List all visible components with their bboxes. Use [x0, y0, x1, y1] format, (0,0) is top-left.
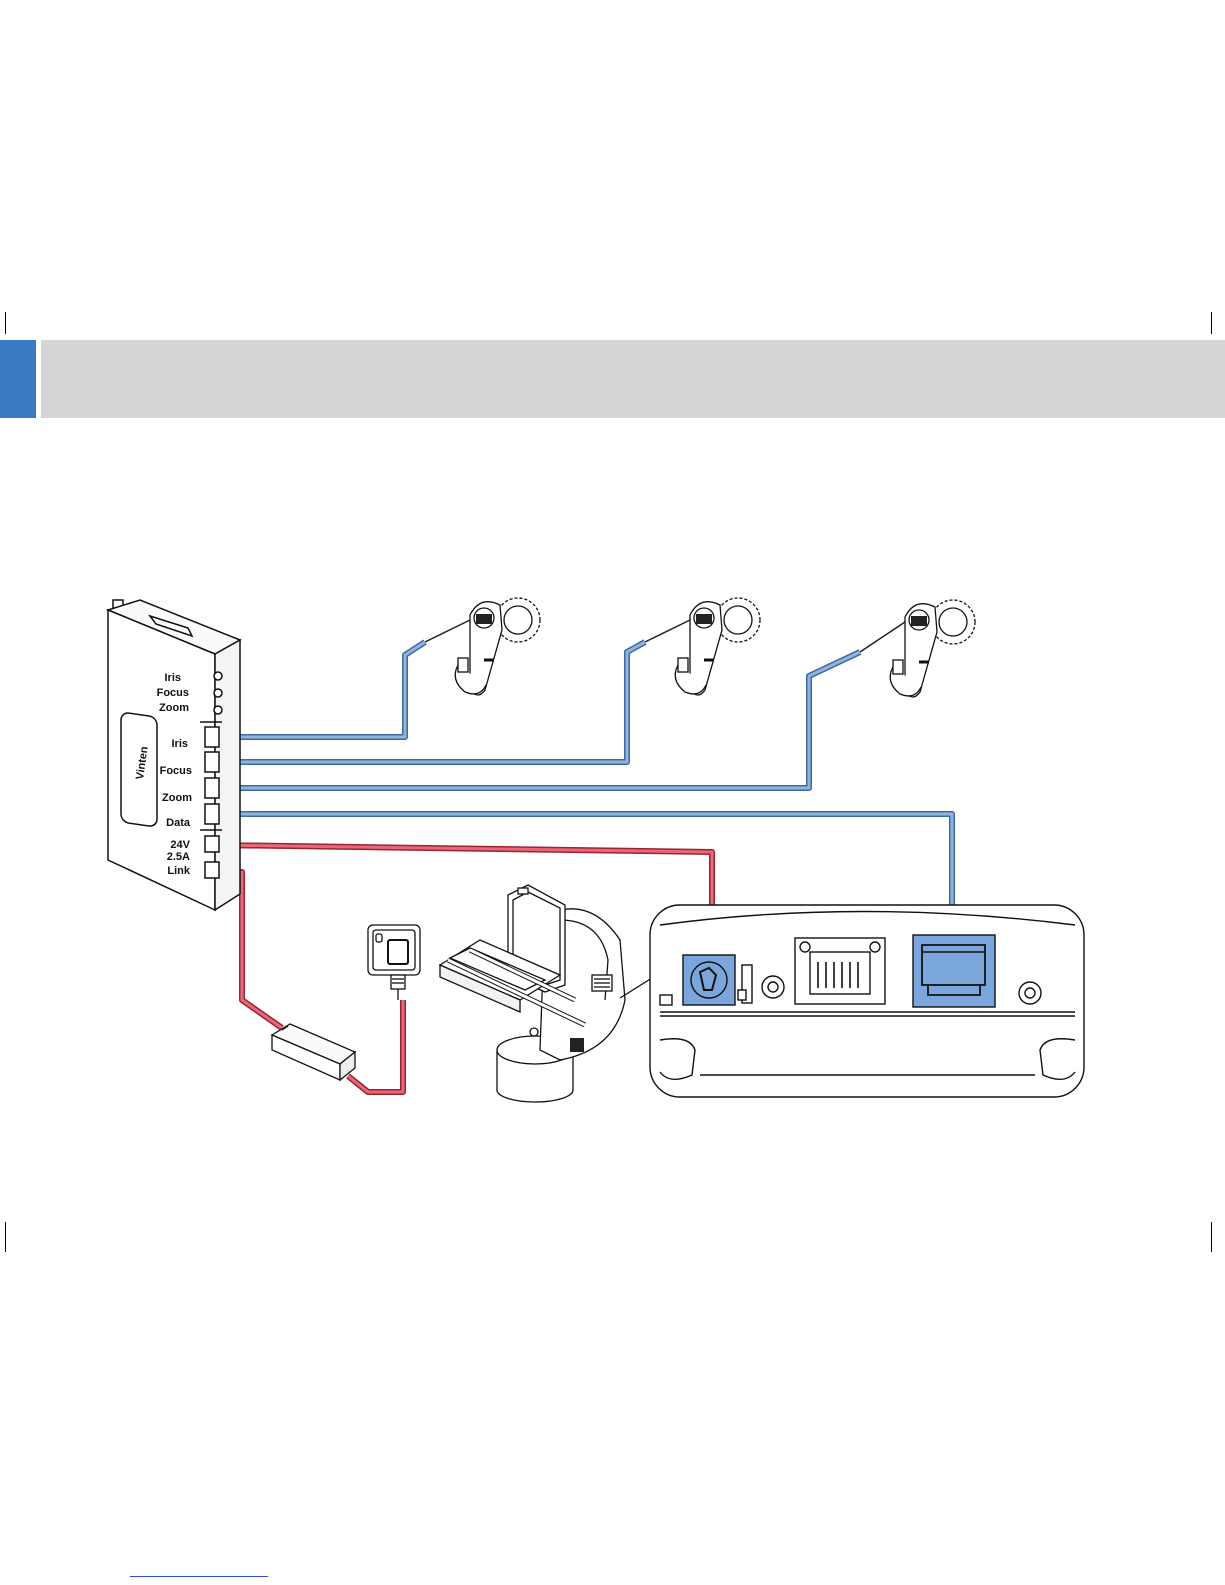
- lens-motor-focus: [675, 598, 760, 695]
- crop-mark-bottom-right: [1211, 1222, 1212, 1252]
- cable-iris: [215, 642, 425, 737]
- lens-motor-zoom: [890, 600, 975, 697]
- led-label-focus: Focus: [157, 687, 189, 699]
- footer-underline: [130, 1576, 268, 1577]
- section-header-bar: [41, 340, 1225, 418]
- crop-mark-bottom-left: [5, 1222, 6, 1252]
- data-cables: [215, 620, 952, 932]
- lens-motor-iris: [455, 598, 540, 695]
- rear-panel-detail-icon: [650, 905, 1084, 1097]
- led-label-iris: Iris: [164, 672, 181, 684]
- port-label-focus: Focus: [160, 765, 192, 777]
- port-label-iris: Iris: [171, 738, 188, 750]
- power-adapter-icon: [272, 1024, 355, 1080]
- power-label-current: 2.5A: [167, 851, 190, 863]
- cable-iris-outline: [215, 642, 425, 737]
- cable-adapter-outline: [348, 1000, 403, 1092]
- link-label: Link: [167, 865, 190, 877]
- connection-diagram: Iris Focus Zoom Iris Focus Zoom Data 24V…: [0, 580, 1225, 1120]
- power-outlet-icon: [368, 925, 420, 1000]
- port-label-data: Data: [166, 817, 191, 829]
- port-label-zoom: Zoom: [162, 792, 192, 804]
- section-header-accent: [0, 340, 36, 418]
- section-header: [0, 340, 1225, 418]
- pan-tilt-head-icon: [440, 885, 652, 1102]
- cable-focus-outline: [215, 642, 645, 762]
- cable-adapter: [348, 1000, 403, 1092]
- led-label-zoom: Zoom: [159, 702, 189, 714]
- crop-mark-top-right: [1211, 312, 1212, 334]
- crop-mark-top-left: [5, 312, 6, 334]
- power-label-voltage: 24V: [170, 839, 190, 851]
- cable-zoom: [215, 652, 860, 788]
- cable-focus: [215, 642, 645, 762]
- cable-power: [215, 845, 712, 958]
- cable-zoom-outline: [215, 652, 860, 788]
- cable-power-outline: [215, 845, 712, 958]
- controller-box: [108, 600, 240, 910]
